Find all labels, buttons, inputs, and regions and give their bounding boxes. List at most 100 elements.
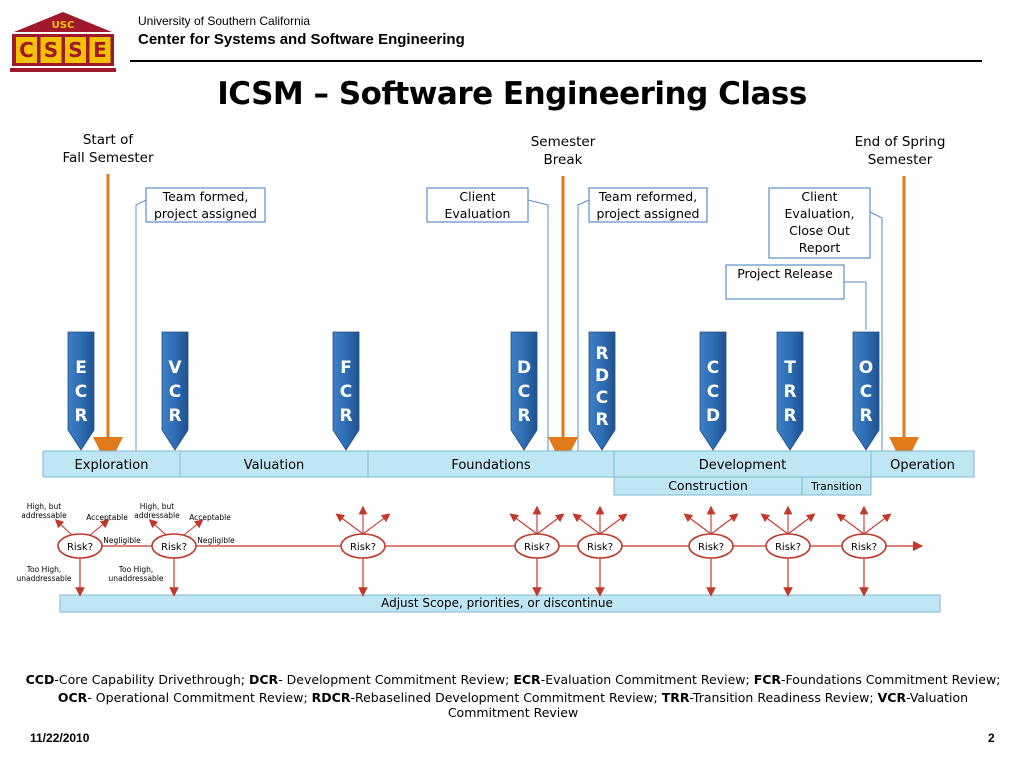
risk-option-arrow [183, 519, 204, 536]
risk-option-arrow [599, 513, 628, 535]
page-title: ICSM – Software Engineering Class [217, 76, 807, 112]
fcr-review-letter: C [340, 382, 352, 402]
risk-decision-node [841, 533, 887, 559]
legend-abbreviation: TRR [661, 690, 690, 705]
connector-line [527, 199, 549, 452]
trr-review-letter: T [784, 358, 796, 378]
ccd-review-letter: C [707, 358, 719, 378]
logo-letter-tile [40, 37, 62, 63]
end-milestone-label: Semester [868, 152, 933, 168]
risk-negligible-label: Negligible [103, 536, 141, 545]
risk-acceptable-label: Acceptable [86, 513, 128, 522]
risk-negligible-label: Negligible [197, 536, 235, 545]
risk-decision-label: Risk? [851, 542, 877, 553]
rdcr-review-letter: R [595, 344, 608, 364]
risk-option-arrow [683, 513, 712, 535]
end-milestone-label: End of Spring [855, 134, 946, 150]
ocr-review-letter: R [859, 406, 872, 426]
trr-review-letter: R [783, 406, 796, 426]
risk-decision-node [340, 533, 386, 559]
risk-high-addressable-label: High, but [140, 502, 175, 511]
risk-option-arrow [509, 513, 538, 535]
vcr-review-arrow [161, 331, 189, 451]
client-eval-label: Client [459, 189, 495, 204]
trr-review-letter: R [783, 382, 796, 402]
break-milestone-label: Semester [531, 134, 596, 150]
phase-label: Exploration [75, 458, 149, 473]
risk-option-arrow [335, 513, 364, 535]
ocr-review-arrow [852, 331, 880, 451]
vcr-review-letter: C [169, 382, 181, 402]
start-milestone-label: Start of [83, 132, 135, 148]
client-closeout-box [768, 187, 871, 259]
risk-high-addressable-label: High, but [27, 502, 62, 511]
fcr-review-arrow [332, 331, 360, 451]
risk-high-addressable-label: addressable [21, 511, 67, 520]
ccd-review-letter: D [706, 406, 720, 426]
adjust-scope-bar [59, 594, 941, 613]
ecr-review-arrow [67, 331, 95, 451]
logo-letter-tile [65, 37, 86, 63]
logo-letter: S [68, 38, 82, 62]
dcr-review-arrow [510, 331, 538, 451]
legend-definition: -Foundations Commitment Review; [781, 672, 1001, 687]
risk-acceptable-label: Acceptable [189, 513, 231, 522]
legend-abbreviation: DCR [249, 672, 279, 687]
subphase-label: Transition [810, 481, 862, 493]
logo-letter: C [19, 38, 34, 62]
logo-letter-tile [16, 37, 37, 63]
legend-abbreviation: RDCR [311, 690, 351, 705]
fcr-review-letter: R [339, 406, 352, 426]
dcr-review-letter: D [517, 358, 531, 378]
university-name: University of Southern California [138, 14, 311, 28]
legend-definition: -Transition Readiness Review; [689, 690, 878, 705]
client-eval-label: Evaluation [445, 206, 511, 221]
risk-decision-node [57, 533, 103, 559]
connector-line [869, 211, 883, 452]
team-reformed-label: Team reformed, [598, 189, 697, 204]
client-closeout-label: Close Out [789, 223, 850, 238]
subphase-transition [801, 476, 872, 496]
legend-abbreviation: FCR [753, 672, 782, 687]
legend-line-2: OCR- Operational Commitment Review; RDCR… [18, 690, 1008, 720]
risk-option-arrow [787, 513, 816, 535]
risk-decision-label: Risk? [67, 542, 93, 553]
project-release-box [725, 264, 845, 300]
ecr-review-letter: C [75, 382, 87, 402]
risk-decision-node [765, 533, 811, 559]
trr-review-arrow [776, 331, 804, 451]
client-closeout-label: Client [801, 189, 837, 204]
project-release-label: Project Release [737, 266, 833, 281]
risk-decision-node [577, 533, 623, 559]
team-formed-label: Team formed, [162, 189, 249, 204]
vcr-review-letter: V [168, 358, 182, 378]
risk-decision-label: Risk? [698, 542, 724, 553]
start-milestone-label: Fall Semester [62, 150, 154, 166]
risk-decision-label: Risk? [587, 542, 613, 553]
phase-foundations [367, 450, 615, 478]
vcr-review-letter: R [168, 406, 181, 426]
legend-abbreviation: OCR [57, 690, 88, 705]
adjust-scope-label: Adjust Scope, priorities, or discontinue [381, 596, 613, 610]
rdcr-review-letter: R [595, 410, 608, 430]
fcr-review-letter: F [340, 358, 352, 378]
risk-decision-label: Risk? [524, 542, 550, 553]
legend-line-1: CCD-Core Capability Drivethrough; DCR- D… [18, 672, 1008, 687]
risk-decision-node [688, 533, 734, 559]
phase-label: Valuation [244, 458, 305, 473]
risk-option-arrow [362, 513, 391, 535]
dcr-review-letter: R [517, 406, 530, 426]
client-closeout-label: Evaluation, [785, 206, 855, 221]
legend-definition: - Operational Commitment Review; [87, 690, 312, 705]
page-number: 2 [988, 731, 995, 745]
break-milestone-label: Break [544, 152, 583, 168]
ecr-review-letter: E [75, 358, 87, 378]
legend-definition: -Rebaselined Development Commitment Revi… [350, 690, 662, 705]
logo-usc-text: USC [52, 20, 75, 31]
team-reformed-box [588, 187, 708, 223]
legend-abbreviation: VCR [877, 690, 907, 705]
risk-option-arrow [760, 513, 789, 535]
risk-too-high-label: unaddressable [108, 574, 163, 583]
risk-too-high-label: Too High, [118, 565, 154, 574]
